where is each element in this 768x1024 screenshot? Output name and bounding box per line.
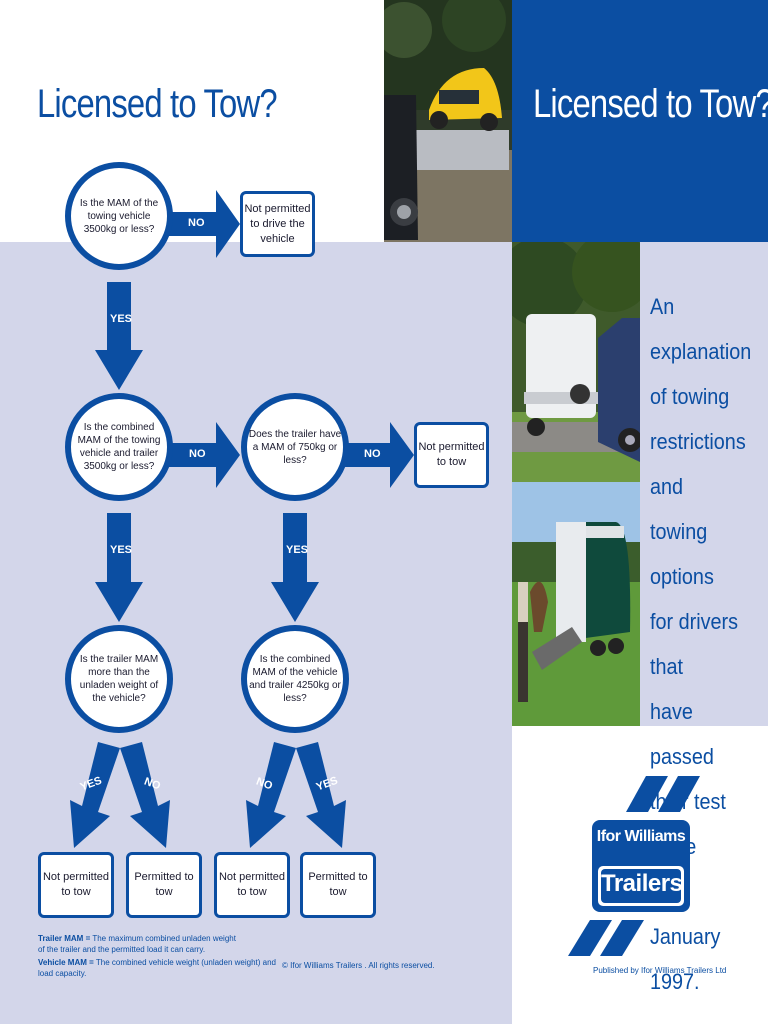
question-combined-mam: Is the combined MAM of the towing vehicl… (65, 393, 173, 501)
result-not-permitted-drive: Not permitted to drive the vehicle (240, 191, 315, 257)
arrow-q4-no (120, 742, 170, 848)
arrow-q5-yes (296, 742, 346, 848)
arrow-q1-no (168, 190, 240, 258)
arrow-q5-no (246, 742, 296, 848)
footnote-trailer-mam: Trailer MAM = The maximum combined unlad… (38, 934, 236, 954)
result-not-permitted-tow-1: Not permitted to tow (414, 422, 489, 488)
ifor-williams-logo (568, 776, 700, 956)
result-not-permitted-tow-2: Not permitted to tow (38, 852, 114, 918)
label-no-2: NO (189, 448, 206, 460)
logo-text-ifor-williams: Ifor Williams (596, 828, 686, 845)
page-title-left: Licensed to Tow? (37, 82, 278, 126)
question-trailer-vs-unladen: Is the trailer MAM more than the unladen… (65, 625, 173, 733)
arrow-q1-yes (95, 282, 143, 390)
logo-text-trailers: Trailers (601, 870, 683, 897)
question-vehicle-mam: Is the MAM of the towing vehicle 3500kg … (65, 162, 173, 270)
result-not-permitted-tow-3: Not permitted to tow (214, 852, 290, 918)
arrow-q4-yes (70, 742, 120, 848)
photo-car-transporter (384, 0, 512, 242)
page-title-right: Licensed to Tow? (533, 82, 768, 126)
arrow-q3-no (344, 422, 414, 488)
photo-horse-trailer (512, 482, 640, 726)
label-yes-2: YES (110, 544, 133, 556)
arrow-q2-no (168, 422, 240, 488)
arrow-q3-yes (271, 513, 319, 622)
copyright-notice: © Ifor Williams Trailers . All rights re… (282, 961, 435, 970)
label-no-1: NO (188, 217, 205, 229)
publisher-credit: Published by Ifor Williams Trailers Ltd (593, 966, 727, 975)
label-no-3: NO (364, 448, 381, 460)
flowchart-connectors (70, 190, 414, 848)
question-trailer-750: Does the trailer have a MAM of 750kg or … (241, 393, 349, 501)
label-yes-1: YES (110, 313, 133, 325)
left-top-background (0, 0, 384, 242)
result-permitted-tow-1: Permitted to tow (126, 852, 202, 918)
title-panel-blue (512, 0, 768, 242)
result-permitted-tow-2: Permitted to tow (300, 852, 376, 918)
label-yes-3: YES (286, 544, 309, 556)
arrow-q2-yes (95, 513, 143, 622)
footnote-vehicle-mam: Vehicle MAM = The combined vehicle weigh… (38, 958, 276, 978)
photo-box-trailer (512, 242, 640, 482)
question-combined-4250: Is the combined MAM of the vehicle and t… (241, 625, 349, 733)
